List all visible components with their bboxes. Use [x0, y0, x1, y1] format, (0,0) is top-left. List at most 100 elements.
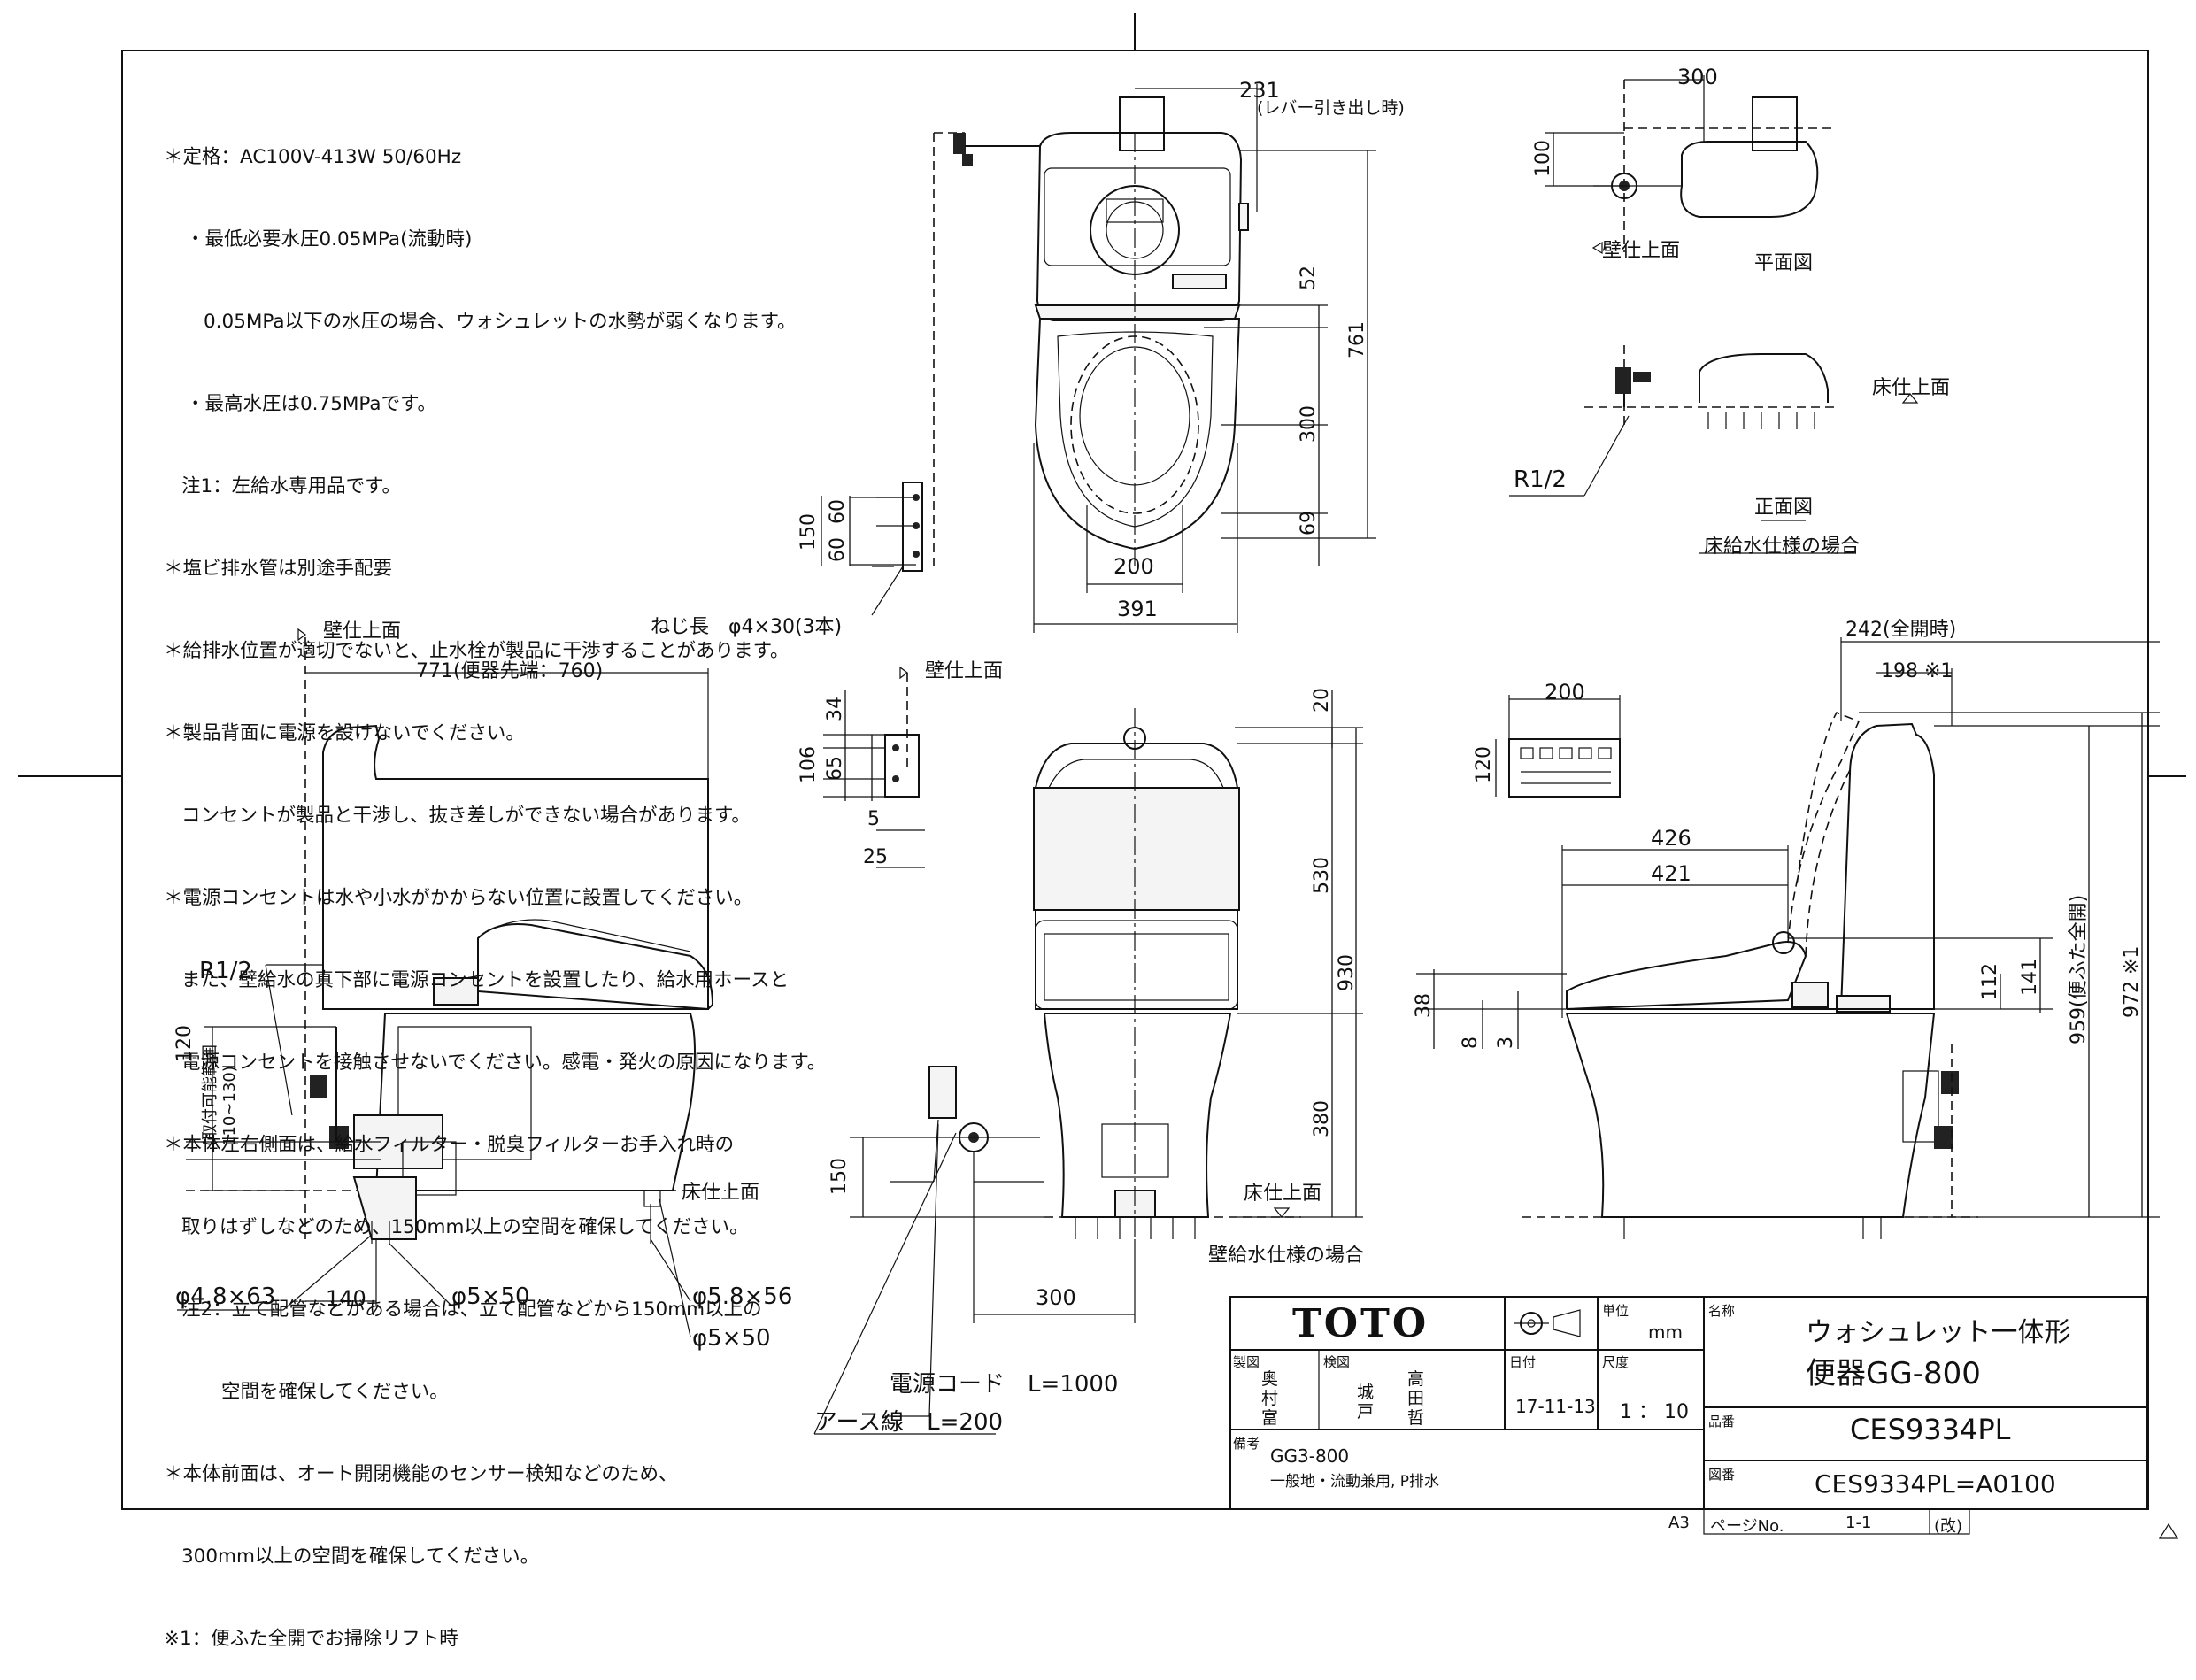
- dim-65: 65: [824, 756, 846, 781]
- checked-by-4: 田: [1407, 1389, 1425, 1408]
- dim-140: 140: [326, 1286, 366, 1311]
- unit-value: mm: [1648, 1322, 1683, 1343]
- front-view: [813, 666, 1363, 1435]
- note-line: ・最高水圧は0.75MPaです。: [186, 393, 436, 415]
- paper-size: A3: [1668, 1514, 1690, 1532]
- dim-34: 34: [824, 697, 846, 721]
- dim-959: 959(便ふた全開): [2068, 895, 2090, 1044]
- r12-label-b: R1/2: [1514, 466, 1567, 493]
- title-block: [1229, 1296, 2147, 1535]
- screw-length-label: ねじ長 φ4×30(3本): [651, 616, 842, 638]
- note-line: 300mm以上の空間を確保してください。: [181, 1545, 540, 1568]
- dim-150-bracket: 150: [797, 513, 820, 551]
- wall-supply-label: 壁給水仕様の場合: [1208, 1245, 1364, 1267]
- dim-38: 38: [1413, 993, 1435, 1018]
- remark-line2: 一般地・流動兼用, P排水: [1270, 1473, 1440, 1491]
- note-line: また、壁給水の真下部に電源コンセントを設置したり、給水用ホースと: [181, 969, 790, 991]
- note-line: ※1：便ふた全開でお掃除リフト時: [164, 1628, 458, 1650]
- dim-198: 198 ※1: [1881, 660, 1953, 682]
- date-label: 日付: [1509, 1354, 1537, 1370]
- check-label: 検図: [1323, 1354, 1351, 1370]
- dim-380: 380: [1311, 1100, 1333, 1137]
- plan-view-label: 平面図: [1754, 252, 1813, 274]
- triangle-mark-icon: [2158, 1522, 2179, 1539]
- checked-by-1: 城: [1357, 1383, 1375, 1402]
- part-number: CES9334PL: [1850, 1413, 2011, 1446]
- drawn-by-2: 村: [1261, 1389, 1279, 1408]
- product-name-line2: 便器GG-800: [1806, 1356, 1981, 1391]
- side-view: [177, 628, 726, 1337]
- wall-finish-label-3: 壁仕上面: [1602, 240, 1680, 262]
- note-line: 空間を確保してください。: [221, 1381, 449, 1403]
- plan-view: [821, 84, 1376, 633]
- note-line: ＊電源コンセントは水や小水がかからない位置に設置してください。: [164, 887, 753, 909]
- dim-5: 5: [867, 808, 880, 830]
- dim-141: 141: [2019, 959, 2041, 996]
- remark-label: 備考: [1233, 1436, 1260, 1452]
- dim-120-remote: 120: [1473, 746, 1495, 783]
- dim-52: 52: [1298, 266, 1320, 290]
- product-name-line1: ウォシュレット一体形: [1806, 1317, 2071, 1348]
- front-view-label: 正面図: [1754, 497, 1813, 519]
- dim-69: 69: [1298, 511, 1320, 536]
- dim-106: 106: [797, 746, 820, 783]
- dim-300-topright: 300: [1677, 65, 1718, 89]
- note-line: 0.05MPa以下の水圧の場合、ウォシュレットの水勢が弱くなります。: [204, 311, 797, 333]
- drawn-by-3: 富: [1261, 1408, 1279, 1428]
- wall-finish-label-1: 壁仕上面: [323, 620, 401, 643]
- dim-60-b: 60: [827, 537, 849, 562]
- screw-label-1: φ4.8×63: [175, 1283, 275, 1310]
- r12-label-a: R1/2: [199, 958, 252, 984]
- checked-by-5: 哲: [1407, 1408, 1425, 1428]
- checked-by-3: 高: [1407, 1369, 1425, 1389]
- wall-finish-label-2: 壁仕上面: [925, 660, 1003, 682]
- earth-wire-label: アース線 L=200: [814, 1409, 1003, 1436]
- install-range-label: (取付可能範囲: [201, 1044, 220, 1146]
- revision-label: (改): [1934, 1517, 1963, 1536]
- dim-100: 100: [1532, 140, 1554, 177]
- dim-150-front: 150: [828, 1158, 851, 1195]
- note-line: 注2：立て配管などがある場合は、立て配管などから150mm以上の: [181, 1299, 762, 1321]
- dim-20: 20: [1311, 688, 1333, 713]
- dim-120-side: 120: [173, 1025, 196, 1062]
- drawn-by-1: 奥: [1261, 1369, 1279, 1389]
- screw-label-4: φ5×50: [692, 1325, 771, 1352]
- unit-label: 単位: [1602, 1303, 1630, 1319]
- lift-side-view: [1416, 637, 2160, 1239]
- screw-label-3: φ5.8×56: [692, 1283, 792, 1310]
- name-label: 名称: [1708, 1303, 1736, 1319]
- remark-line1: GG3-800: [1270, 1445, 1350, 1467]
- notes-block: ＊定格：AC100V-413W 50/60Hz ・最低必要水圧0.05MPa(流…: [164, 89, 836, 1680]
- floor-finish-label-3: 床仕上面: [1872, 377, 1950, 399]
- note-line: 電源コンセントを接触させないでください。感電・発火の原因になります。: [181, 1052, 827, 1074]
- page-number: 1-1: [1845, 1514, 1872, 1532]
- dim-60-a: 60: [827, 499, 849, 524]
- floor-supply-views: [1509, 75, 1919, 554]
- floor-supply-label: 床給水仕様の場合: [1704, 536, 1860, 558]
- drawn-label: 製図: [1233, 1354, 1260, 1370]
- note-line: ＊塩ビ排水管は別途手配要: [164, 558, 393, 580]
- drawing-sheet: 231 (レバー引き出し時) 52 761 300 69 200 391 150…: [18, 13, 2186, 1539]
- page-label: ページNo.: [1710, 1517, 1784, 1536]
- screw-label-2: φ5×50: [451, 1283, 530, 1310]
- dim-761: 761: [1346, 321, 1368, 358]
- note-line: コンセントが製品と干渉し、抜き差しができない場合があります。: [181, 805, 751, 827]
- dim-242: 242(全開時): [1845, 619, 1956, 641]
- floor-finish-label-1: 床仕上面: [682, 1182, 759, 1204]
- dim-972: 972 ※1: [2121, 946, 2143, 1018]
- note-line: ＊定格：AC100V-413W 50/60Hz: [164, 146, 462, 168]
- checked-by-2: 戸: [1357, 1402, 1375, 1422]
- dim-25: 25: [863, 846, 888, 868]
- scale-value: 1 ： 10: [1620, 1401, 1689, 1423]
- dim-231: 231: [1239, 78, 1280, 103]
- dim-112: 112: [1979, 963, 2001, 1000]
- scale-label: 尺度: [1602, 1354, 1630, 1370]
- dim-200-plan: 200: [1113, 554, 1154, 579]
- dim-8: 8: [1460, 1037, 1482, 1049]
- part-number-label: 品番: [1708, 1414, 1736, 1430]
- toto-logo: TOTO: [1292, 1301, 1429, 1346]
- note-line: ＊給排水位置が適切でないと、止水栓が製品に干渉することがあります。: [164, 640, 790, 662]
- dim-421: 421: [1651, 861, 1691, 886]
- dim-200-remote: 200: [1545, 680, 1585, 705]
- drawing-number-label: 図番: [1708, 1467, 1736, 1483]
